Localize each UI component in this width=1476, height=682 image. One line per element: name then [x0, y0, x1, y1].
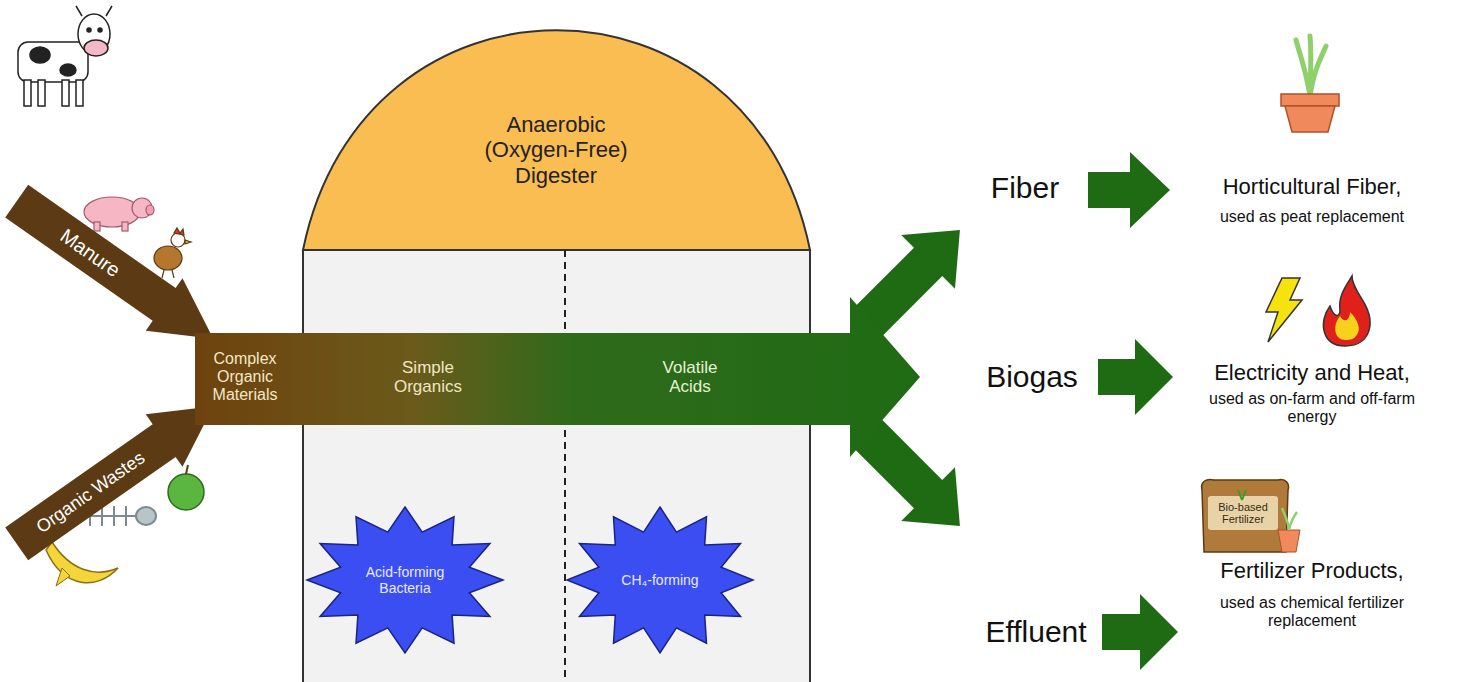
output-name: Effluent: [961, 615, 1111, 650]
output-name: Biogas: [957, 360, 1107, 395]
digester-body: [303, 250, 810, 682]
process-band: Complex Organic Materials Simple Organics…: [195, 297, 920, 457]
node-text: Simple Organics: [383, 358, 473, 397]
digester-dome: [303, 30, 810, 250]
product-name: Electricity and Heat,: [1177, 360, 1447, 385]
product-use: used as on-farm and off-farm energy: [1190, 390, 1435, 427]
bag-label: Bio-based Fertilizer: [1209, 501, 1277, 526]
process-arrow: [195, 297, 920, 457]
node-text: Anaerobic (Oxygen-Free) Digester: [471, 112, 641, 188]
apple-icon: [168, 465, 204, 510]
node-text: Volatile Acids: [645, 358, 735, 397]
methane-bacteria-burst: CH₄-forming: [565, 505, 755, 655]
bacteria-burst: [307, 507, 503, 653]
product-use: used as chemical fertilizer replacement: [1190, 594, 1435, 631]
output-arrows: [841, 152, 1178, 670]
plant-pot-icon: [1281, 36, 1339, 132]
acid-bacteria-burst: Acid-forming Bacteria: [305, 505, 505, 655]
node-text: Organic Wastes: [14, 434, 167, 550]
node-text: Complex Organic Materials: [196, 350, 294, 405]
node-outline: [195, 297, 920, 457]
node-text: CH₄-forming: [610, 572, 710, 588]
product-use: used as peat replacement: [1177, 208, 1447, 226]
product-name: Fertilizer Products,: [1177, 558, 1447, 583]
bacteria-burst: [567, 507, 753, 653]
chicken-icon: [154, 228, 191, 278]
lightning-icon: [1266, 278, 1302, 342]
node-text: Acid-forming Bacteria: [355, 564, 455, 596]
pig-icon: [84, 197, 154, 231]
banana-icon: [46, 542, 118, 586]
stage-divider: [564, 250, 566, 682]
cow-icon: [18, 6, 112, 106]
output-name: Fiber: [955, 171, 1095, 206]
flame-icon: [1323, 276, 1370, 346]
fertilizer-bag-icon: [1202, 479, 1300, 552]
node-text: Manure: [14, 195, 166, 311]
product-name: Horticultural Fiber,: [1177, 174, 1447, 199]
